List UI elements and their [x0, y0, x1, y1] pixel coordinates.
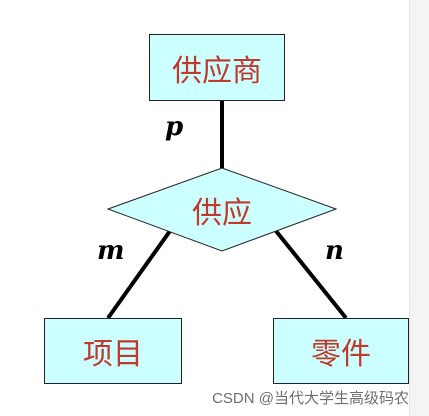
cardinality-m: m: [97, 236, 125, 266]
scrollbar[interactable]: [409, 0, 429, 416]
cardinality-n: n: [325, 236, 344, 266]
entity-part-label: 零件: [311, 337, 371, 372]
line-relationship-project: [106, 229, 172, 320]
entity-project: 项目: [44, 318, 182, 384]
entity-part: 零件: [273, 318, 409, 384]
cardinality-p: p: [165, 112, 184, 142]
entity-project-label: 项目: [83, 337, 143, 372]
entity-supplier-label: 供应商: [172, 53, 262, 89]
line-relationship-part: [274, 229, 348, 320]
entity-supplier: 供应商: [149, 34, 285, 101]
watermark: CSDN @当代大学生高级码农: [212, 390, 409, 407]
relationship-label: 供应: [192, 196, 252, 231]
diagram-canvas: 供应商 供应 项目 零件 p m n: [44, 34, 409, 384]
relationship-diamond: [106, 167, 338, 252]
connector-lines: [106, 100, 348, 320]
